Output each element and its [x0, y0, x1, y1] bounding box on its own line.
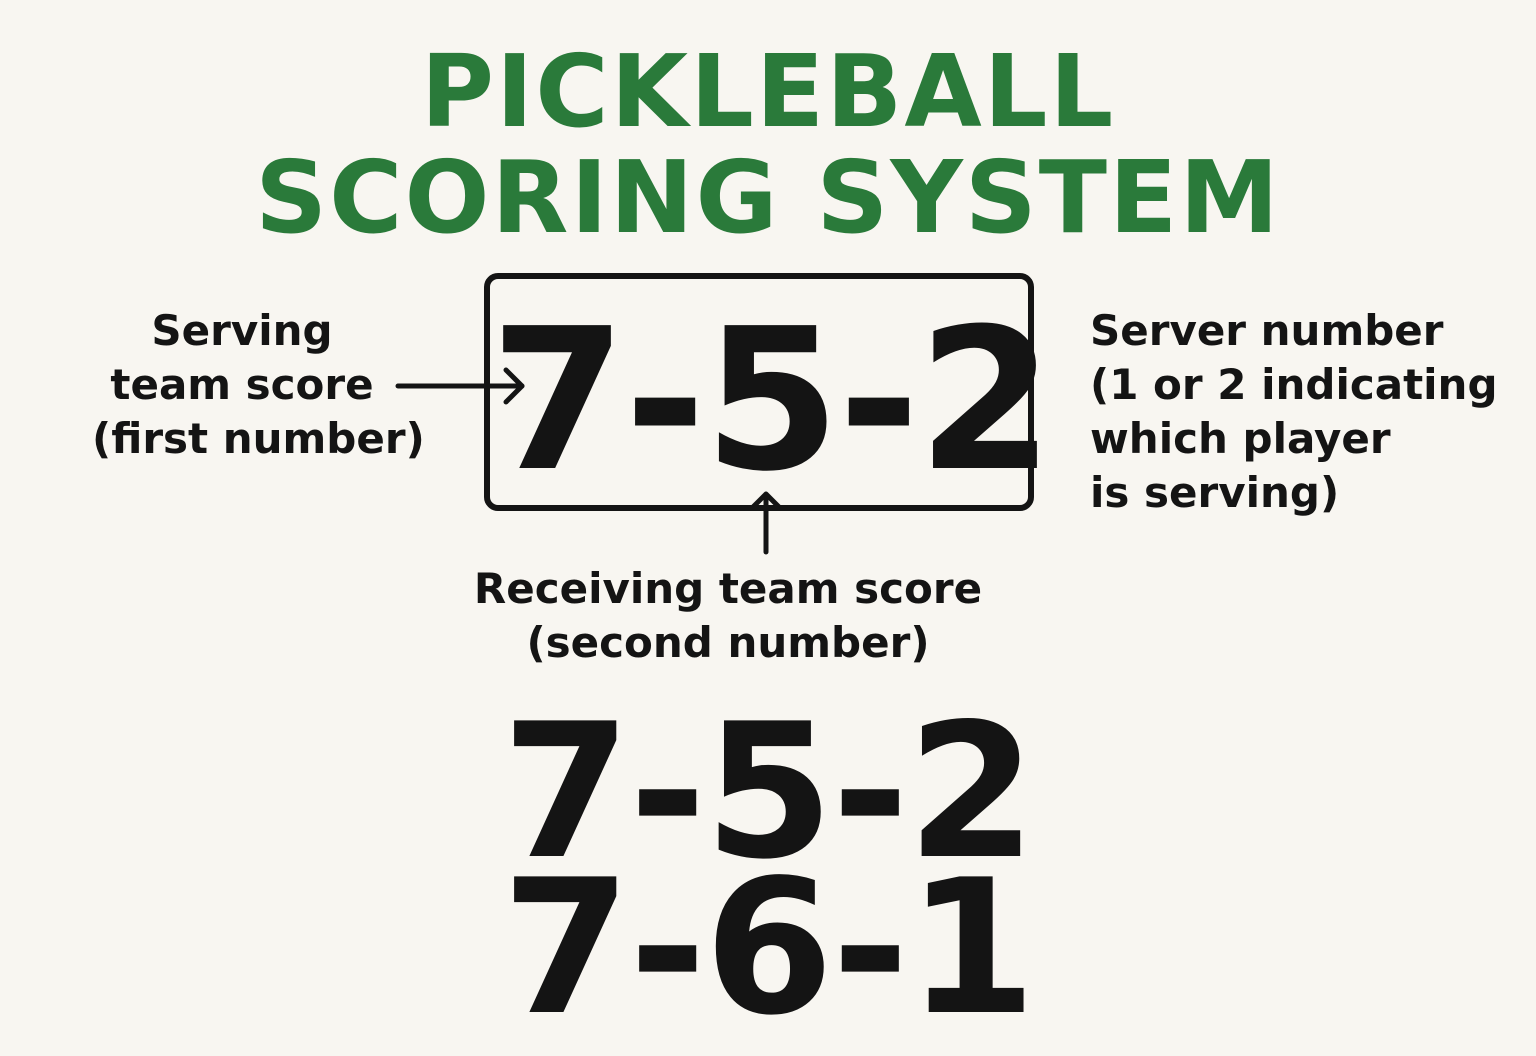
- serving-label-line: Serving: [151, 306, 333, 355]
- example-score-1: 7-5-2: [501, 683, 1037, 900]
- box-score: 7-5-2: [490, 287, 1054, 515]
- server-number-label: Server number (1 or 2 indicating which p…: [1090, 304, 1498, 520]
- receiving-label-line: (second number): [526, 618, 930, 667]
- serving-label-line: team score: [110, 360, 374, 409]
- serving-label-line: (first number): [92, 414, 425, 463]
- title-line-1: PICKLEBALL: [420, 33, 1116, 150]
- server-label-line: Server number: [1090, 306, 1444, 355]
- receiving-team-label: Receiving team score (second number): [428, 562, 1028, 670]
- arrows: [395, 367, 783, 555]
- serving-arrow-icon: [395, 367, 525, 405]
- score-box: [484, 273, 1034, 511]
- receiving-label-line: Receiving team score: [473, 564, 983, 613]
- server-label-line: which player: [1090, 414, 1391, 463]
- serving-team-label: Serving team score (first number): [92, 304, 425, 466]
- server-label-line: is serving): [1090, 468, 1340, 517]
- receiving-arrow-icon: [749, 491, 783, 555]
- server-label-line: (1 or 2 indicating: [1090, 360, 1498, 409]
- title-line-2: SCORING SYSTEM: [255, 139, 1281, 256]
- example-score-2: 7-6-1: [501, 839, 1037, 1056]
